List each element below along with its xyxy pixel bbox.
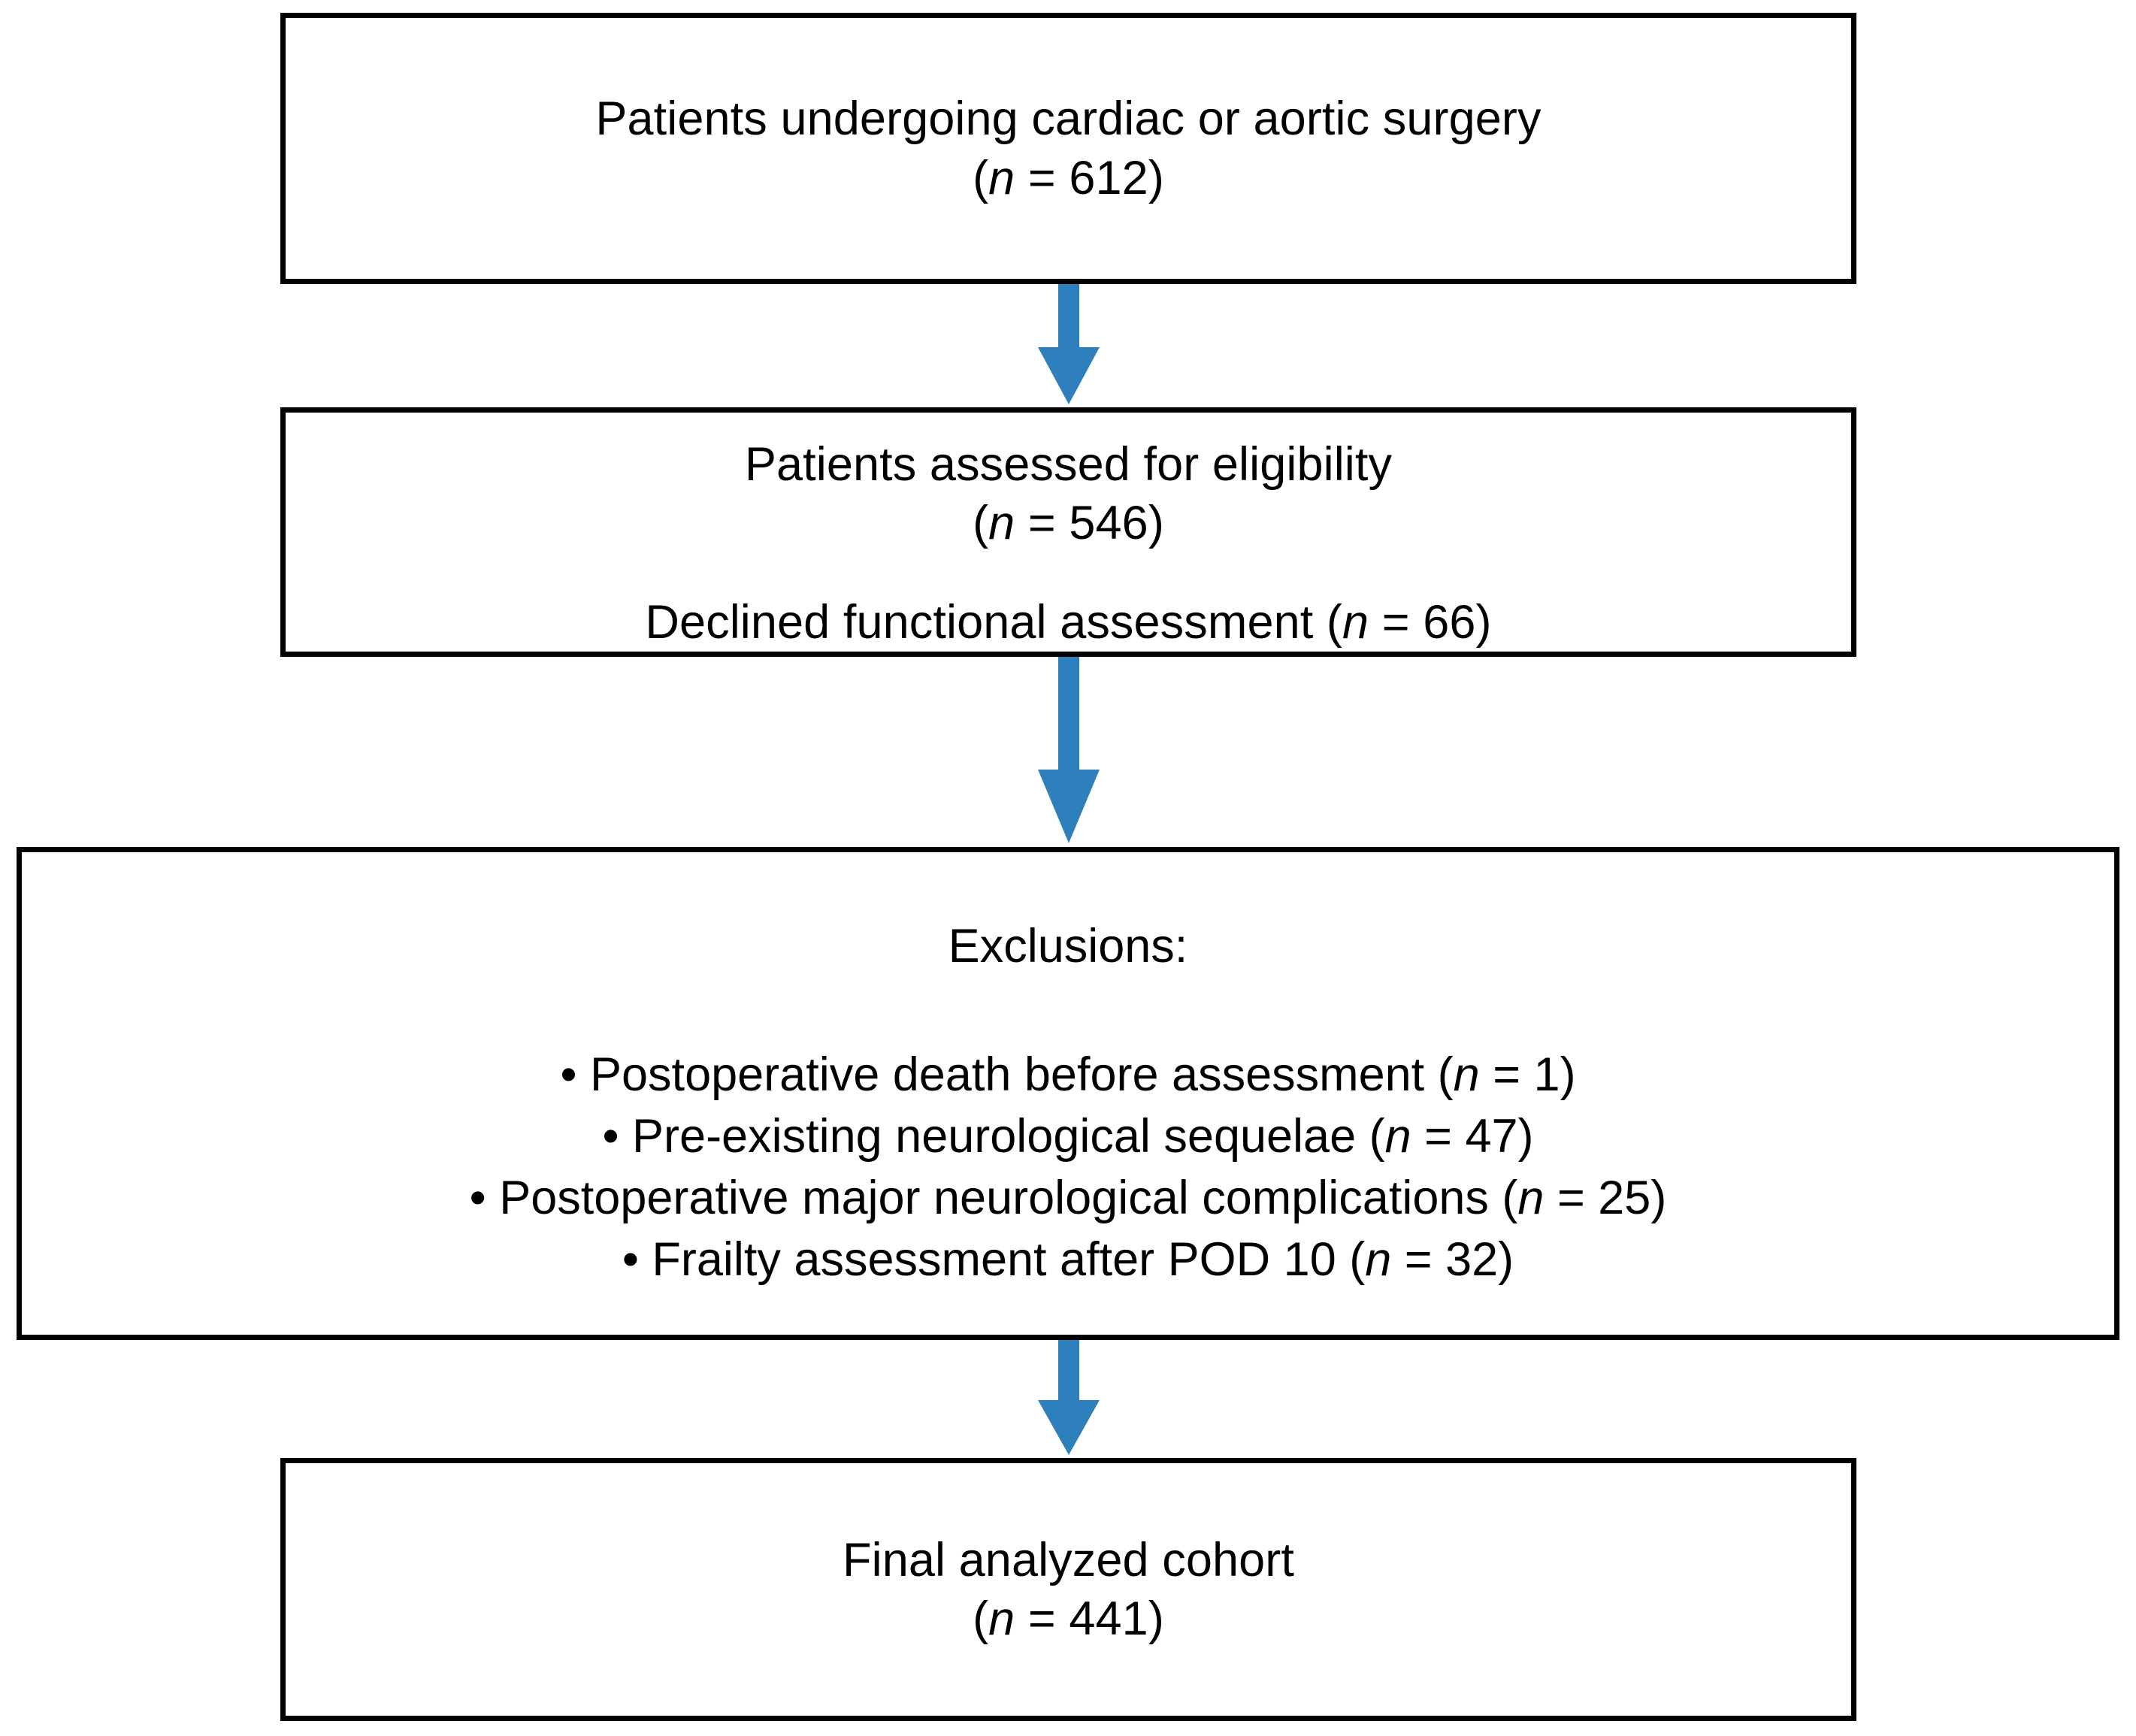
paren-open: ( (973, 1592, 989, 1645)
exclusion-count-value: 47 (1465, 1110, 1518, 1163)
final-count-line: (n = 441) (973, 1589, 1164, 1648)
exclusion-label: Postoperative major neurological complic… (486, 1171, 1518, 1224)
equals-symbol: = (1411, 1110, 1466, 1163)
bullet-icon: • (560, 1048, 577, 1102)
n-symbol: n (1342, 595, 1369, 649)
exclusion-label: Frailty assessment after POD 10 ( (638, 1232, 1366, 1286)
paren-close: ) (1498, 1232, 1514, 1286)
enrolled-count-value: 612 (1069, 151, 1148, 204)
eligibility-count-value: 546 (1069, 497, 1148, 550)
n-symbol: n (1384, 1110, 1411, 1163)
exclusion-label: Postoperative death before assessment ( (576, 1048, 1454, 1102)
flow-node-enrolled: Patients undergoing cardiac or aortic su… (280, 13, 1856, 284)
equals-symbol: = (1391, 1232, 1446, 1286)
n-symbol: n (1517, 1171, 1545, 1224)
arrow-exclusions-to-final (1033, 1340, 1104, 1458)
exclusion-item: • Postoperative major neurological compl… (470, 1168, 1667, 1229)
exclusion-item: • Pre-existing neurological sequelae (n … (602, 1106, 1533, 1168)
eligibility-title-text: Patients assessed for eligibility (744, 438, 1393, 491)
paren-close: ) (1148, 497, 1164, 550)
declined-assessment-line: Declined functional assessment (n = 66) (645, 593, 1491, 652)
enrolled-count-line: (n = 612) (973, 149, 1164, 207)
n-symbol: n (988, 151, 1015, 204)
eligibility-title: Patients assessed for eligibility (745, 435, 1392, 494)
final-count-value: 441 (1069, 1592, 1148, 1645)
paren-close: ) (1148, 1592, 1164, 1645)
arrow-eligibility-to-exclusions (1033, 657, 1104, 847)
exclusion-item: • Postoperative death before assessment … (560, 1045, 1575, 1106)
flow-node-exclusions: Exclusions: • Postoperative death before… (17, 847, 2119, 1340)
declined-count-value: 66 (1423, 595, 1476, 649)
n-symbol: n (988, 497, 1015, 550)
exclusion-count-value: 25 (1598, 1171, 1651, 1224)
n-symbol: n (1453, 1048, 1480, 1102)
equals-symbol: = (1015, 1592, 1070, 1645)
paren-close: ) (1517, 1110, 1534, 1163)
exclusions-title: Exclusions: (948, 920, 1188, 972)
arrow-enrolled-to-eligibility (1033, 284, 1104, 407)
paren-close: ) (1475, 595, 1492, 649)
paren-close: ) (1560, 1048, 1576, 1102)
exclusion-count-value: 1 (1533, 1048, 1560, 1102)
equals-symbol: = (1015, 151, 1070, 204)
final-title: Final analyzed cohort (843, 1531, 1294, 1589)
flow-node-final-cohort: Final analyzed cohort (n = 441) (280, 1458, 1856, 1721)
eligibility-count-line: (n = 546) (973, 494, 1164, 552)
flow-node-eligibility: Patients assessed for eligibility (n = 5… (280, 407, 1856, 657)
equals-symbol: = (1479, 1048, 1534, 1102)
enrolled-title: Patients undergoing cardiac or aortic su… (595, 89, 1541, 148)
paren-open: ( (973, 151, 989, 204)
exclusion-count-value: 32 (1445, 1232, 1499, 1286)
equals-symbol: = (1369, 595, 1423, 649)
exclusion-item: • Frailty assessment after POD 10 (n = 3… (622, 1229, 1514, 1291)
enrolled-title-text: Patients undergoing cardiac or aortic su… (595, 92, 1541, 146)
n-symbol: n (988, 1592, 1015, 1645)
n-symbol: n (1365, 1232, 1392, 1286)
equals-symbol: = (1544, 1171, 1599, 1224)
equals-symbol: = (1015, 497, 1070, 550)
exclusion-label: Pre-existing neurological sequelae ( (619, 1110, 1385, 1163)
bullet-icon: • (602, 1110, 619, 1163)
paren-open: ( (973, 497, 989, 550)
final-title-text: Final analyzed cohort (843, 1533, 1294, 1586)
bullet-icon: • (622, 1232, 639, 1286)
declined-prefix-text: Declined functional assessment ( (645, 595, 1343, 649)
bullet-icon: • (469, 1171, 486, 1224)
paren-close: ) (1148, 151, 1164, 204)
paren-close: ) (1650, 1171, 1667, 1224)
